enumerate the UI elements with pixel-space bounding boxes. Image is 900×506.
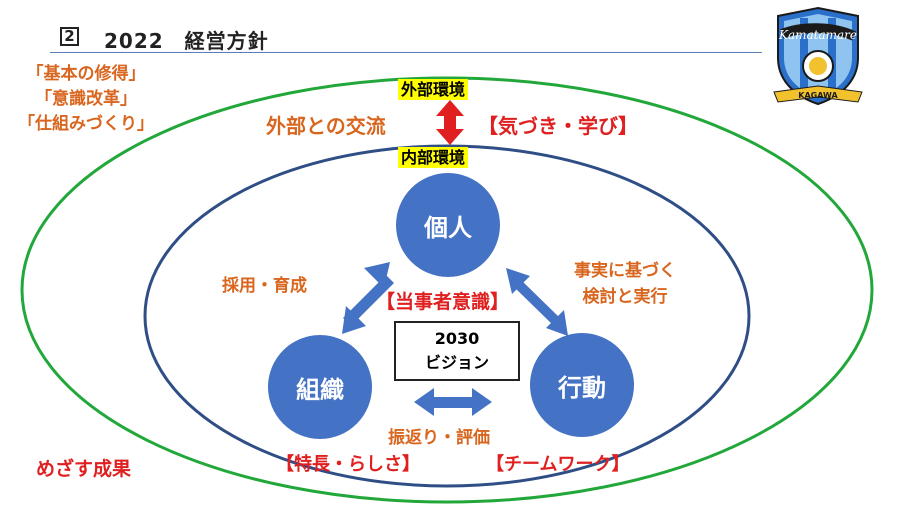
team-logo: Kamatamare KAGAWA bbox=[773, 6, 863, 106]
external-environment-label: 外部環境 bbox=[398, 79, 469, 100]
pillar-item: 「基本の修得」 bbox=[26, 64, 146, 84]
logo-brand-text: Kamatamare bbox=[778, 28, 857, 42]
individual-label: 個人 bbox=[424, 213, 472, 242]
teamwork-outcome-label: 【チームワーク】 bbox=[486, 454, 630, 475]
awareness-learning-label: 【気づき・学び】 bbox=[478, 114, 638, 138]
action-label: 行動 bbox=[558, 373, 606, 402]
vision-label: ビジョン bbox=[424, 353, 489, 372]
pillar-item: 「意識改革」 bbox=[35, 89, 137, 109]
individual-action-arrow bbox=[506, 268, 568, 336]
header-divider bbox=[50, 52, 762, 53]
hiring-development-label: 採用・育成 bbox=[222, 276, 307, 296]
logo-region-text: KAGAWA bbox=[798, 91, 838, 100]
external-exchange-label: 外部との交流 bbox=[266, 114, 386, 138]
character-outcome-label: 【特長・らしさ】 bbox=[276, 454, 420, 475]
target-outcome-label: めざす成果 bbox=[36, 458, 132, 480]
individual-organization-arrow bbox=[342, 262, 394, 334]
inner-environment-ellipse bbox=[143, 144, 751, 488]
internal-environment-label: 内部環境 bbox=[398, 147, 469, 168]
fact-based-line: 事実に基づく bbox=[574, 261, 676, 281]
vision-year: 2030 bbox=[434, 329, 480, 348]
outer-environment-ellipse bbox=[20, 76, 874, 504]
organization-action-arrow bbox=[414, 388, 492, 416]
pillars-list: 「基本の修得」 「意識改革」 「仕組みづくり」 bbox=[6, 62, 166, 137]
section-number-badge: 2 bbox=[60, 27, 79, 46]
organization-label: 組織 bbox=[296, 375, 344, 404]
fact-based-label: 事実に基づく 検討と実行 bbox=[574, 258, 676, 310]
action-circle bbox=[530, 333, 634, 437]
ownership-label: 【当事者意識】 bbox=[376, 291, 510, 313]
vision-2030-box: 2030 ビジョン bbox=[394, 321, 520, 381]
organization-circle bbox=[268, 335, 372, 439]
review-evaluation-label: 振返り・評価 bbox=[388, 428, 490, 448]
individual-circle bbox=[396, 173, 500, 277]
page-title: 2022 経営方針 bbox=[104, 29, 269, 53]
pillar-item: 「仕組みづくり」 bbox=[18, 114, 154, 134]
environment-exchange-arrow bbox=[436, 100, 464, 145]
fact-based-line: 検討と実行 bbox=[582, 287, 668, 307]
